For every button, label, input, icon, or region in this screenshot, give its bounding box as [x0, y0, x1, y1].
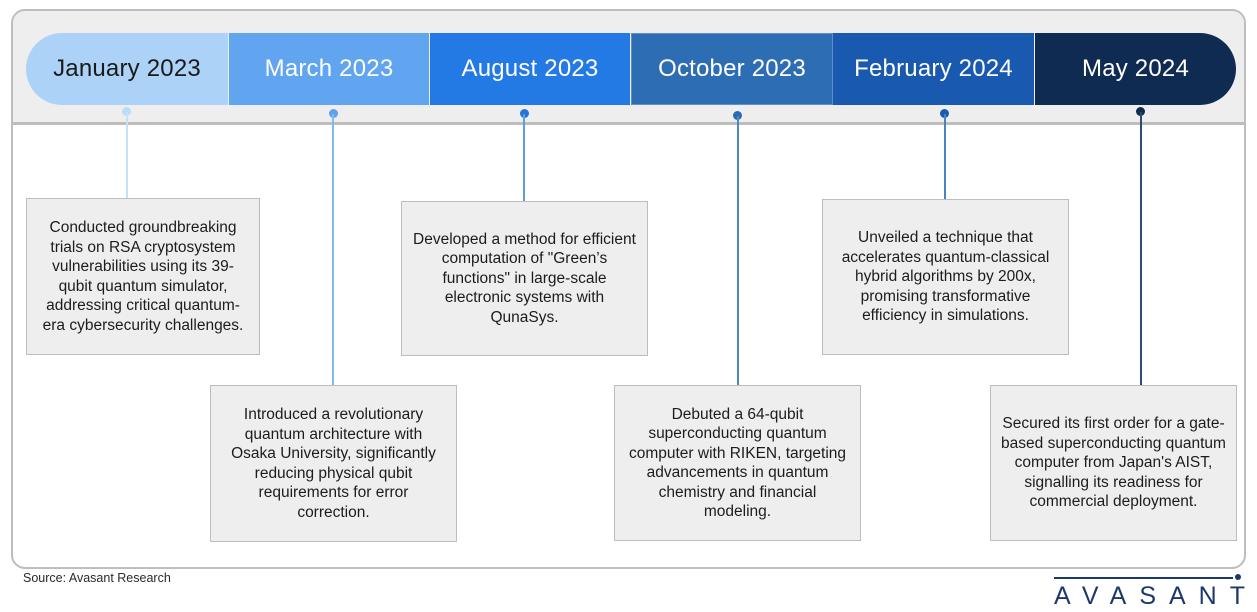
- milestone-date-mar-2023: March 2023: [229, 33, 429, 105]
- connector-dot-jan-2023: [122, 107, 131, 116]
- milestone-date-jan-2023: January 2023: [26, 33, 228, 105]
- milestone-card-mar-2023: Introduced a revolutionary quantum archi…: [210, 385, 457, 542]
- connector-line-aug-2023: [523, 114, 525, 202]
- logo-dot-icon: [1235, 574, 1241, 580]
- connector-dot-may-2024: [1136, 107, 1145, 116]
- connector-line-jan-2023: [126, 112, 128, 200]
- connector-line-may-2024: [1140, 112, 1142, 386]
- connector-line-oct-2023: [737, 116, 739, 386]
- milestone-date-feb-2024: February 2024: [833, 33, 1034, 105]
- source-note: Source: Avasant Research: [23, 571, 171, 585]
- avasant-logo: AVASANT: [1054, 568, 1245, 612]
- milestone-card-may-2024: Secured its first order for a gate-based…: [990, 385, 1237, 541]
- milestone-date-may-2024: May 2024: [1035, 33, 1236, 105]
- milestone-card-feb-2024: Unveiled a technique that accelerates qu…: [822, 199, 1069, 355]
- logo-line: [1054, 577, 1233, 579]
- connector-dot-feb-2024: [940, 109, 949, 118]
- connector-dot-oct-2023: [733, 111, 742, 120]
- milestone-card-jan-2023: Conducted groundbreaking trials on RSA c…: [26, 198, 260, 355]
- connector-dot-mar-2023: [329, 109, 338, 118]
- connector-line-feb-2024: [944, 114, 946, 202]
- logo-text: AVASANT: [1054, 582, 1257, 610]
- milestone-date-oct-2023: October 2023: [631, 33, 833, 105]
- milestone-card-aug-2023: Developed a method for efficient computa…: [401, 201, 648, 356]
- connector-line-mar-2023: [332, 114, 334, 386]
- timeline-frame: January 2023 March 2023 August 2023 Octo…: [11, 9, 1246, 569]
- milestone-date-aug-2023: August 2023: [430, 33, 630, 105]
- connector-dot-aug-2023: [520, 109, 529, 118]
- timeline-band: January 2023 March 2023 August 2023 Octo…: [13, 11, 1244, 125]
- milestone-card-oct-2023: Debuted a 64-qubit superconducting quant…: [614, 385, 861, 541]
